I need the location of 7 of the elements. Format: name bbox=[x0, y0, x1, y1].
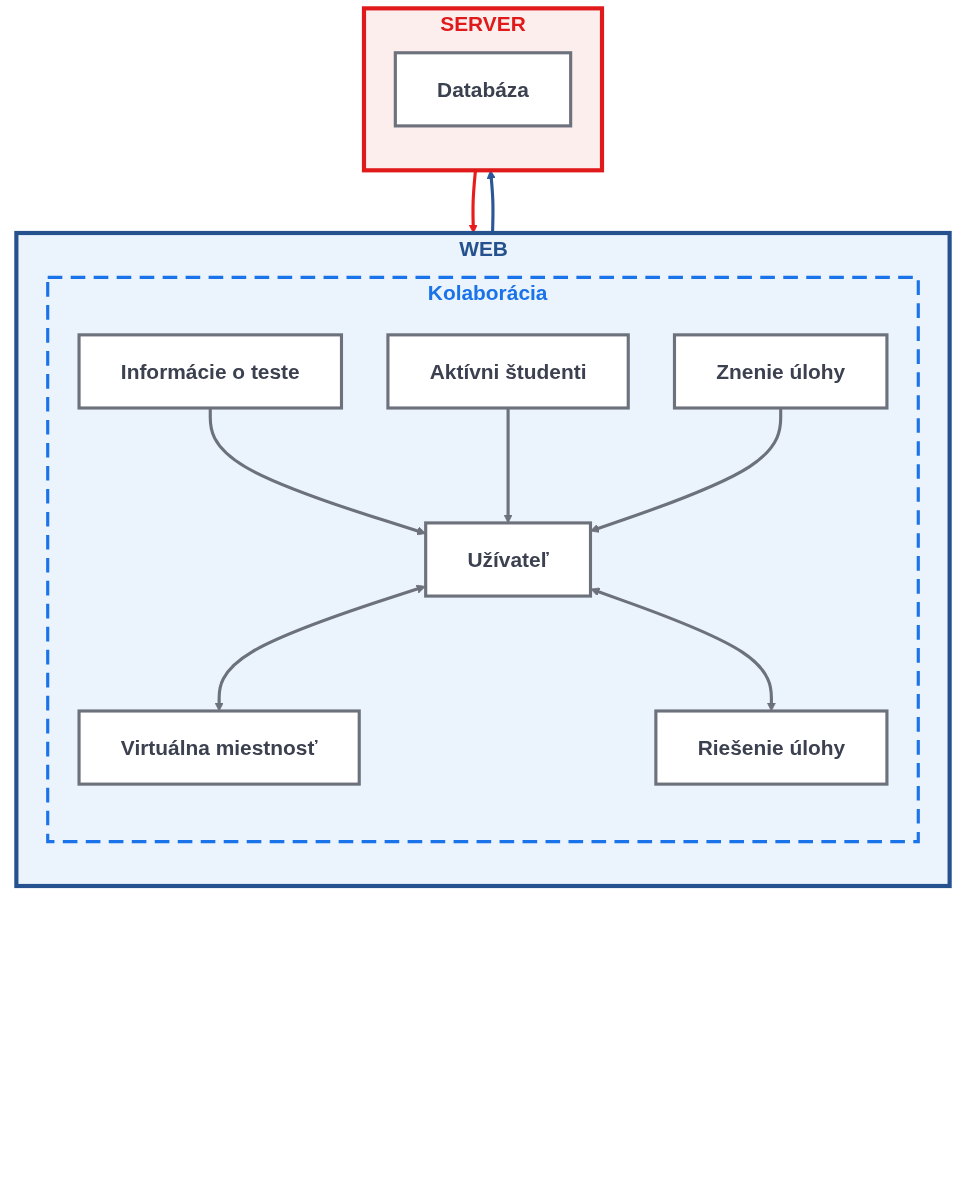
node-box: Databáza bbox=[393, 51, 573, 128]
node-box: Aktívni študenti bbox=[386, 333, 630, 410]
node-box: Znenie úlohy bbox=[672, 333, 889, 410]
node-box: Virtuálna miestnosť bbox=[77, 709, 361, 786]
node-box: Riešenie úlohy bbox=[654, 709, 889, 786]
node-box: Informácie o teste bbox=[77, 333, 344, 410]
node-box: Užívateľ bbox=[424, 521, 593, 598]
